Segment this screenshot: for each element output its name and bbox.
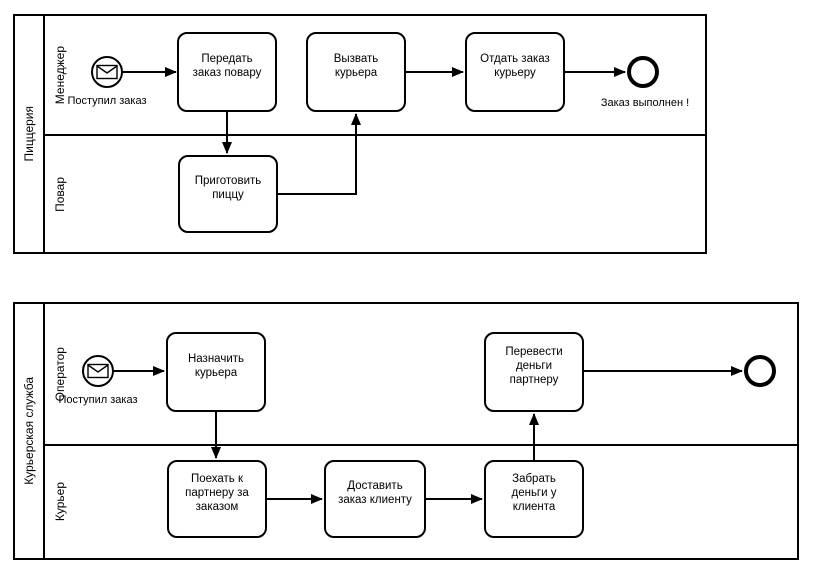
pool-label-band: Курьерская служба — [15, 304, 45, 558]
lane-operator: Оператор — [45, 304, 797, 446]
task-collect-money-from-client: Забрать деньги у клиента — [484, 460, 584, 538]
task-label: Назначить курьера — [187, 353, 244, 379]
task-assign-courier: Назначить курьера — [166, 332, 266, 412]
task-deliver-order-to-client: Доставить заказ клиенту — [324, 460, 426, 538]
task-label: Доставить заказ клиенту — [338, 480, 412, 506]
task-label: Вызвать курьера — [333, 53, 379, 79]
task-cook-pizza: Приготовить пиццу — [178, 155, 278, 233]
task-hand-order-to-cook: Передать заказ повару — [177, 32, 277, 112]
lane-label: Повар — [53, 176, 67, 212]
task-label: Поехать к партнеру за заказом — [185, 473, 249, 513]
start-event-order-received-courier — [82, 355, 114, 387]
message-icon — [96, 64, 118, 80]
pool-label-band: Пиццерия — [15, 16, 45, 252]
start-event-label: Поступил заказ — [58, 394, 138, 406]
task-go-to-partner-for-order: Поехать к партнеру за заказом — [167, 460, 267, 538]
lane-label: Курьер — [53, 482, 67, 522]
task-give-order-to-courier: Отдать заказ курьеру — [465, 32, 565, 112]
lane-manager: Менеджер — [45, 16, 705, 136]
start-event-order-received-pizzeria — [91, 56, 123, 88]
lane-label: Оператор — [53, 346, 67, 402]
task-transfer-money-to-partner: Перевести деньги партнеру — [484, 332, 584, 412]
end-event-courier-process — [744, 355, 776, 387]
end-event-label: Заказ выполнен ! — [600, 97, 690, 109]
lane-cook: Повар — [45, 136, 705, 252]
task-call-courier: Вызвать курьера — [306, 32, 406, 112]
pool-label: Пиццерия — [22, 106, 36, 162]
task-label: Отдать заказ курьеру — [480, 53, 550, 79]
pool-label: Курьерская служба — [22, 377, 36, 485]
task-label: Приготовить пиццу — [194, 175, 262, 201]
start-event-label: Поступил заказ — [67, 95, 147, 107]
task-label: Забрать деньги у клиента — [511, 473, 557, 513]
task-label: Перевести деньги партнеру — [505, 346, 563, 386]
task-label: Передать заказ повару — [192, 53, 262, 79]
message-icon — [87, 363, 109, 379]
end-event-order-completed — [627, 56, 659, 88]
